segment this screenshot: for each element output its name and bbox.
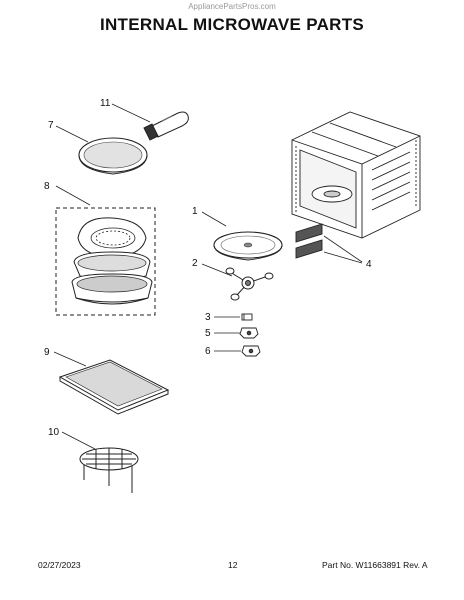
leader-10 <box>61 431 96 450</box>
callout-8: 8 <box>44 181 50 192</box>
leader-1 <box>201 211 227 227</box>
callout-10: 10 <box>48 427 60 438</box>
leader-8 <box>55 185 91 206</box>
part-6-clip <box>241 345 261 357</box>
callout-2: 2 <box>192 258 198 269</box>
oven-cavity <box>291 111 421 239</box>
part-11-handle <box>143 111 189 141</box>
callout-6: 6 <box>205 346 211 357</box>
part-10-wire-rack <box>79 447 139 493</box>
footer-part-number: Part No. W11663891 Rev. A <box>322 560 428 570</box>
part-4-covers <box>295 223 323 259</box>
part-8-dashed-box <box>55 207 156 316</box>
leader-4a <box>323 235 363 263</box>
footer-date: 02/27/2023 <box>38 560 81 570</box>
leader-4b <box>323 251 363 264</box>
leader-2 <box>201 263 233 277</box>
callout-1: 1 <box>192 206 198 217</box>
part-2-roller-support <box>225 267 274 301</box>
callout-9: 9 <box>44 347 50 358</box>
leader-7 <box>55 125 89 143</box>
part-3-clip <box>241 313 253 321</box>
callout-4: 4 <box>366 259 372 270</box>
part-8-steamer <box>71 217 153 305</box>
leader-11 <box>111 103 151 123</box>
part-9-baking-tray <box>58 359 170 415</box>
part-7-round-tray <box>78 137 148 175</box>
callout-11: 11 <box>100 98 111 109</box>
footer-page-number: 12 <box>228 560 238 570</box>
callout-7: 7 <box>48 120 54 131</box>
part-5-clip <box>239 327 259 339</box>
page-title: INTERNAL MICROWAVE PARTS <box>99 15 365 34</box>
part-1-turntable <box>213 231 283 261</box>
watermark-text: AppliancePartsPros.com <box>188 2 276 11</box>
callout-3: 3 <box>205 312 211 323</box>
leader-9 <box>53 351 87 367</box>
callout-5: 5 <box>205 328 211 339</box>
